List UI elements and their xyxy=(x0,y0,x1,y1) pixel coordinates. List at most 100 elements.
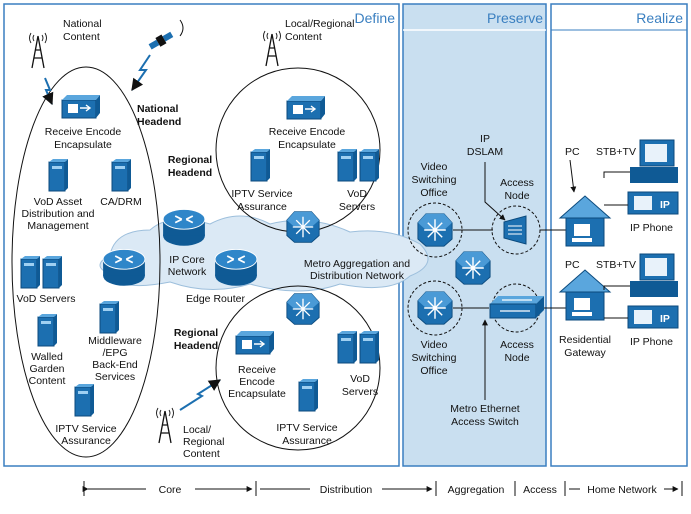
vod-servers-top-label: VoD xyxy=(347,188,367,200)
server-icon xyxy=(37,313,57,347)
middleware-label: Middleware xyxy=(88,335,142,347)
encoder-icon xyxy=(286,95,325,120)
svg-text:IP: IP xyxy=(660,199,670,211)
server-icon xyxy=(359,330,379,364)
stb-tv-bottom-label: STB+TV xyxy=(596,259,636,271)
footer-distribution: Distribution xyxy=(320,484,373,496)
server-icon xyxy=(99,300,119,334)
edge-router-icon xyxy=(214,248,258,287)
footer-access: Access xyxy=(523,484,557,496)
preserve-header: Preserve xyxy=(487,10,543,26)
server-icon xyxy=(111,158,131,192)
server-icon xyxy=(48,158,68,192)
receive-encode-national-label: Receive Encode xyxy=(45,126,122,138)
server-icon xyxy=(250,148,270,182)
aggregation-switch-icon xyxy=(455,251,491,285)
video-switching-office-bottom-icon xyxy=(417,291,453,325)
ip-phone-top-icon: IP xyxy=(627,191,679,215)
encoder-icon xyxy=(61,94,100,119)
walled-garden-label: Walled xyxy=(31,351,63,363)
metro-ethernet-label: Metro Ethernet xyxy=(450,403,520,415)
core-router-icon xyxy=(102,248,146,287)
server-icon xyxy=(74,383,94,417)
pc-top-label: PC xyxy=(565,146,580,158)
access-node-top-label: Access xyxy=(500,177,534,189)
vod-servers-left-label: VoD Servers xyxy=(17,293,76,305)
stb-tv-top-label: STB+TV xyxy=(596,146,636,158)
ip-phone-bottom-label: IP Phone xyxy=(630,336,673,348)
footer-home-network: Home Network xyxy=(587,484,657,496)
define-header: Define xyxy=(355,10,396,26)
svg-text:IP: IP xyxy=(660,313,670,325)
receive-encode-top-label: Receive Encode xyxy=(269,126,346,138)
video-switching-bottom-label: Video xyxy=(421,339,448,351)
tv-bottom-icon xyxy=(630,253,678,297)
ip-core-router-icon xyxy=(162,208,206,247)
edge-router-label: Edge Router xyxy=(186,293,245,305)
home-gateway-top-icon xyxy=(558,195,612,247)
national-headend-boundary xyxy=(11,66,161,458)
video-switching-office-top-icon xyxy=(417,213,453,247)
iptv-assurance-left-label: IPTV Service xyxy=(55,423,116,435)
satellite-icon xyxy=(148,31,174,50)
ip-core-label: IP Core xyxy=(169,254,205,266)
vod-servers-bottom-label: VoD xyxy=(350,373,370,385)
realize-header: Realize xyxy=(636,10,683,26)
vod-asset-label: VoD Asset xyxy=(34,196,83,208)
regional-headend-top-label: Regional xyxy=(168,154,212,166)
regional-headend-bottom-boundary xyxy=(215,285,381,451)
server-icon xyxy=(337,148,357,182)
home-gateway-bottom-icon xyxy=(558,269,612,321)
footer-aggregation: Aggregation xyxy=(448,484,505,496)
iptv-assurance-bottom-label: IPTV Service xyxy=(276,422,337,434)
regional-headend-bottom-label: Regional xyxy=(174,327,218,339)
server-icon xyxy=(298,378,318,412)
server-icon xyxy=(337,330,357,364)
ip-phone-bottom-icon: IP xyxy=(627,305,679,329)
metro-ethernet-switch-icon xyxy=(489,296,544,319)
national-headend-label: National xyxy=(137,103,179,115)
iptv-assurance-top-label: IPTV Service xyxy=(231,188,292,200)
metro-agg-label: Metro Aggregation and xyxy=(304,258,410,270)
national-content-label: National xyxy=(63,18,102,30)
pc-bottom-label: PC xyxy=(565,259,580,271)
encoder-icon xyxy=(235,330,274,355)
tv-top-icon xyxy=(630,139,678,183)
local-regional-bottom-label: Local/ xyxy=(183,424,211,436)
receive-encode-bottom-label: Receive xyxy=(238,364,276,376)
ip-phone-top-label: IP Phone xyxy=(630,222,673,234)
local-regional-top-label: Local/Regional xyxy=(285,18,354,30)
server-icon xyxy=(359,148,379,182)
access-node-bottom-label: Access xyxy=(500,339,534,351)
distribution-switch-icon xyxy=(286,211,320,243)
ip-dslam-label: IP xyxy=(480,133,490,145)
video-switching-top-label: Video xyxy=(421,161,448,173)
server-icon xyxy=(42,255,62,289)
